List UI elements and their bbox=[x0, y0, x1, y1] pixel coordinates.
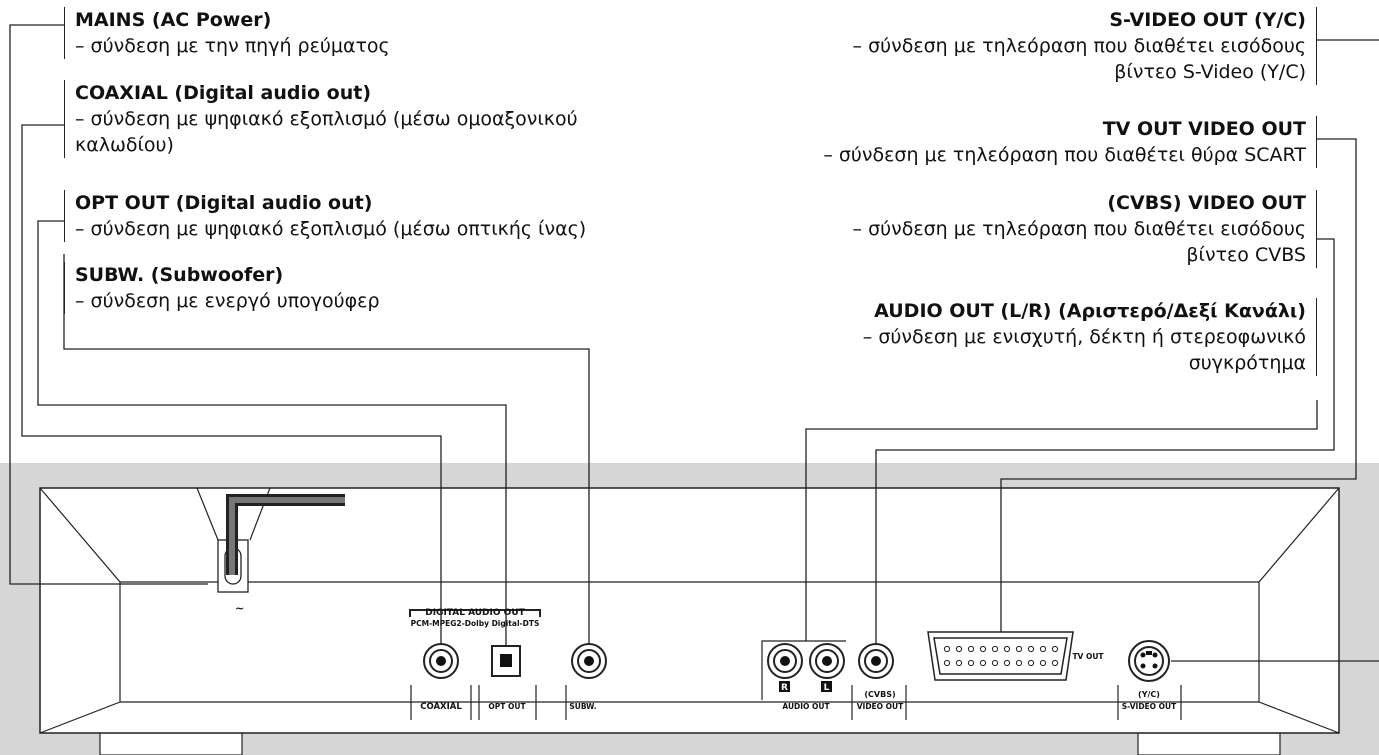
scart-pin bbox=[1051, 645, 1059, 653]
audio-out-desc-label: AUDIO OUT (L/R) (Αριστερό/Δεξί Κανάλι) –… bbox=[863, 298, 1317, 376]
video-out-label: VIDEO OUT bbox=[857, 702, 904, 711]
audio-out-desc-2: συγκρότημα bbox=[1188, 352, 1306, 374]
tv-out-label: TV OUT bbox=[1072, 652, 1104, 661]
digital-audio-out-label: DIGITAL AUDIO OUT bbox=[425, 608, 525, 618]
scart-pin bbox=[1015, 645, 1023, 653]
scart-pin bbox=[943, 645, 951, 653]
svideo-jack-icon bbox=[1128, 640, 1170, 682]
leader-opt-out bbox=[37, 220, 507, 646]
scart-pin bbox=[955, 659, 963, 667]
svideo-title: S-VIDEO OUT (Y/C) bbox=[1109, 9, 1306, 31]
scart-pin bbox=[967, 645, 975, 653]
audio-l-jack-icon bbox=[809, 643, 845, 679]
audio-out-label: AUDIO OUT bbox=[782, 702, 830, 711]
subw-title: SUBW. (Subwoofer) bbox=[75, 264, 284, 286]
leader-tv-out bbox=[1000, 138, 1357, 632]
subw-desc: – σύνδεση με ενεργό υπογούφερ bbox=[75, 290, 380, 312]
digital-formats-label: PCM-MPEG2-Dolby Digital-DTS bbox=[411, 619, 540, 628]
leader-cvbs bbox=[875, 238, 1335, 644]
scart-pin bbox=[955, 645, 963, 653]
cvbs-desc-label: (CVBS) VIDEO OUT – σύνδεση με τηλεόραση … bbox=[853, 190, 1317, 268]
svideo-out-label: S-VIDEO OUT bbox=[1122, 702, 1177, 711]
ac-symbol: ~ bbox=[235, 602, 244, 615]
subw-desc-label: SUBW. (Subwoofer) – σύνδεση με ενεργό υπ… bbox=[64, 262, 380, 314]
svideo-desc-2: βίντεο S-Video (Y/C) bbox=[1114, 61, 1306, 83]
svideo-desc-1: – σύνδεση με τηλεόραση που διαθέτει εισό… bbox=[852, 35, 1306, 57]
coaxial-desc-2: καλωδίου) bbox=[75, 134, 174, 156]
r-label: R bbox=[781, 683, 788, 693]
power-cord-icon bbox=[196, 487, 345, 593]
coaxial-title: COAXIAL (Digital audio out) bbox=[75, 82, 372, 104]
coaxial-label: COAXIAL bbox=[420, 702, 462, 712]
scart-pin bbox=[1039, 645, 1047, 653]
subw-label: SUBW. bbox=[569, 702, 596, 711]
mains-title: MAINS (AC Power) bbox=[75, 9, 272, 31]
scart-pin bbox=[1027, 659, 1035, 667]
cvbs-desc-2: βίντεο CVBS bbox=[1186, 244, 1306, 266]
leader-mains bbox=[9, 24, 208, 585]
scart-connector-icon bbox=[927, 631, 1074, 681]
cvbs-jack-icon bbox=[858, 643, 894, 679]
leader-audio bbox=[805, 400, 1318, 641]
coaxial-desc-1: – σύνδεση με ψηφιακό εξοπλισμό (μέσω ομο… bbox=[75, 108, 578, 130]
subwoofer-jack-icon bbox=[571, 643, 607, 679]
opt-out-desc: – σύνδεση με ψηφιακό εξοπλισμό (μέσω οπτ… bbox=[75, 218, 587, 240]
scart-pin bbox=[991, 645, 999, 653]
scart-pin bbox=[1003, 659, 1011, 667]
opt-out-label: OPT OUT bbox=[488, 702, 526, 711]
l-label: L bbox=[824, 683, 830, 693]
svideo-desc-label: S-VIDEO OUT (Y/C) – σύνδεση με τηλεόραση… bbox=[853, 7, 1317, 85]
device-body bbox=[39, 487, 1340, 734]
audio-out-desc-1: – σύνδεση με ενισχυτή, δέκτη ή στερεοφων… bbox=[862, 326, 1306, 348]
scart-pin bbox=[1015, 659, 1023, 667]
scart-pin bbox=[979, 645, 987, 653]
cvbs-label: (CVBS) bbox=[864, 690, 895, 699]
tv-out-title: TV OUT VIDEO OUT bbox=[1102, 118, 1306, 140]
yc-label: (Y/C) bbox=[1138, 690, 1160, 699]
scart-pin bbox=[1003, 645, 1011, 653]
mains-label: MAINS (AC Power) – σύνδεση με την πηγή ρ… bbox=[64, 7, 390, 59]
coaxial-desc-label: COAXIAL (Digital audio out) – σύνδεση με… bbox=[64, 80, 578, 158]
cvbs-title: (CVBS) VIDEO OUT bbox=[1107, 192, 1306, 214]
tv-out-desc: – σύνδεση με τηλεόραση που διαθέτει θύρα… bbox=[823, 144, 1306, 166]
right-foot bbox=[1137, 732, 1281, 755]
opt-out-title: OPT OUT (Digital audio out) bbox=[75, 192, 373, 214]
optical-jack-icon bbox=[491, 645, 521, 677]
coaxial-jack-icon bbox=[423, 643, 459, 679]
tv-out-desc-label: TV OUT VIDEO OUT – σύνδεση με τηλεόραση … bbox=[823, 116, 1317, 168]
audio-r-jack-icon bbox=[767, 643, 803, 679]
cvbs-desc-1: – σύνδεση με τηλεόραση που διαθέτει εισό… bbox=[852, 218, 1306, 240]
scart-pin bbox=[943, 659, 951, 667]
mains-desc: – σύνδεση με την πηγή ρεύματος bbox=[75, 35, 390, 57]
scart-pin bbox=[967, 659, 975, 667]
scart-pin bbox=[1039, 659, 1047, 667]
scart-pin bbox=[991, 659, 999, 667]
leader-coaxial bbox=[21, 124, 442, 644]
left-foot bbox=[99, 732, 243, 755]
scart-pin bbox=[1027, 645, 1035, 653]
scart-pin bbox=[979, 659, 987, 667]
audio-out-title: AUDIO OUT (L/R) (Αριστερό/Δεξί Κανάλι) bbox=[874, 300, 1306, 322]
opt-out-desc-label: OPT OUT (Digital audio out) – σύνδεση με… bbox=[64, 190, 586, 242]
scart-pin bbox=[1051, 659, 1059, 667]
